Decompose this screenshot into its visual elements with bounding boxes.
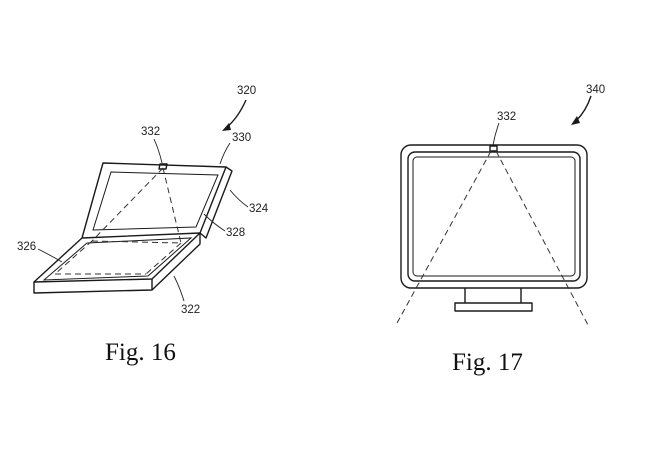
ref-324: 324: [249, 203, 269, 215]
laptop-base-side: [152, 233, 200, 290]
arrow-340: [576, 96, 591, 121]
laptop-view-cone: [55, 168, 181, 274]
monitor-stand-neck: [465, 288, 521, 303]
laptop-base-top: [34, 233, 200, 282]
monitor-outer-frame: [401, 145, 587, 288]
fig17-monitor-drawing: [396, 96, 591, 325]
leader-332-b: [493, 123, 499, 145]
ref-326: 326: [17, 241, 36, 253]
caption-fig16: Fig. 16: [105, 339, 176, 366]
ref-330: 330: [232, 132, 251, 144]
ref-332-fig17: 332: [497, 111, 516, 123]
leader-326: [38, 249, 62, 262]
caption-fig17: Fig. 17: [452, 349, 523, 376]
ref-328: 328: [226, 227, 245, 239]
ref-322: 322: [181, 304, 200, 316]
ref-320: 320: [237, 85, 256, 97]
monitor-camera: [490, 146, 497, 151]
monitor-stand-base: [455, 303, 532, 311]
monitor-screen: [413, 157, 575, 276]
leader-332-a: [154, 139, 162, 163]
leader-330: [220, 143, 230, 164]
monitor-view-cone: [396, 151, 588, 325]
leader-322: [174, 276, 184, 301]
ref-332-fig16: 332: [141, 126, 160, 138]
leader-324: [230, 190, 248, 207]
ref-340: 340: [586, 84, 605, 96]
